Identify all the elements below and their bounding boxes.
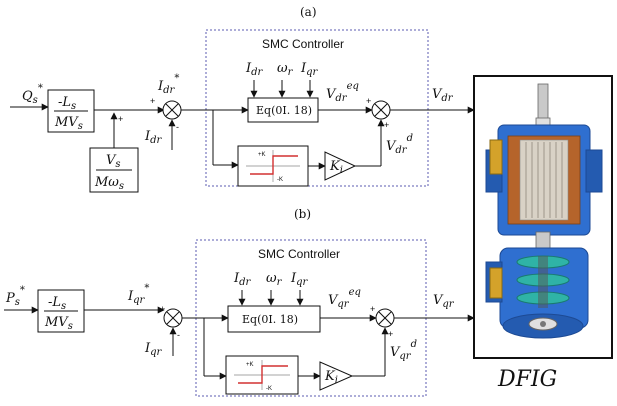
saturation-block-top: +K -K [237,145,309,187]
eq-input-wr-top: ωr [277,61,294,78]
eq-input-iqr-top: Iqr [300,61,319,78]
svg-text:+: + [366,96,371,106]
svg-text:+: + [388,329,393,339]
svg-text:-Ls: -Ls [48,295,66,312]
dfig-machine-illustration [485,83,603,339]
svg-text:Ki: Ki [329,159,343,176]
eq-input-idr-bottom: Idr [233,271,252,288]
output-vdr: Vdr [432,87,454,104]
gain-ki-top [324,151,357,181]
svg-text:Vs: Vs [106,153,121,170]
svg-text:+K: +K [258,152,266,158]
gain-ki-bottom [319,361,354,391]
v-d-top: Vdrd [386,133,413,156]
svg-text:+: + [118,114,123,124]
ref-iqr-star: Iqr* [127,283,149,306]
svg-text:+: + [370,304,375,314]
svg-text:+: + [150,96,155,106]
smc-controller-title-top: SMC Controller [262,37,344,51]
input-ps-star: Ps* [5,285,25,308]
sum-junction-2-bottom [375,308,395,328]
v-eq-bottom: Vqreq [328,287,361,310]
panel-label-b: (b) [294,207,311,221]
sum-junction-2-top [371,100,391,120]
svg-text:-K: -K [277,177,283,183]
sum-junction-1-top [162,100,182,120]
saturation-block-bottom: +K -K [225,355,299,395]
svg-text:-K: -K [266,386,272,392]
panel-label-a: (a) [300,5,317,19]
svg-text:Mωs: Mωs [94,175,124,192]
v-d-bottom: Vqrd [390,339,417,362]
output-vqr: Vqr [433,293,455,310]
eq-block-label-bottom: Eq(0I. 18) [242,313,298,326]
eq-block-bottom [227,305,321,333]
svg-text:Ki: Ki [324,369,338,386]
input-qs-star: Qs* [22,83,43,106]
dfig-label: DFIG [497,367,557,392]
feedback-idr: Idr [144,129,163,146]
ref-idr-star: Idr* [157,73,179,96]
eq-input-wr-bottom: ωr [266,271,283,288]
smc-controller-title-bottom: SMC Controller [258,247,340,261]
eq-input-idr-top: Idr [245,61,264,78]
svg-text:+K: +K [246,362,254,368]
svg-text:MVs: MVs [54,115,83,132]
svg-text:-: - [176,122,179,132]
sum-junction-1-bottom [163,308,183,328]
eq-block-label-top: Eq(0I. 18) [256,104,312,117]
eq-input-iqr-bottom: Iqr [290,271,309,288]
svg-text:+: + [384,120,389,130]
svg-text:MVs: MVs [44,315,73,332]
svg-text:-Ls: -Ls [58,95,76,112]
svg-text:-: - [177,330,180,340]
smc-controller-box-top [205,29,429,187]
feedback-iqr: Iqr [144,341,163,358]
svg-text:+: + [160,304,165,314]
v-eq-top: Vdreq [326,81,359,104]
